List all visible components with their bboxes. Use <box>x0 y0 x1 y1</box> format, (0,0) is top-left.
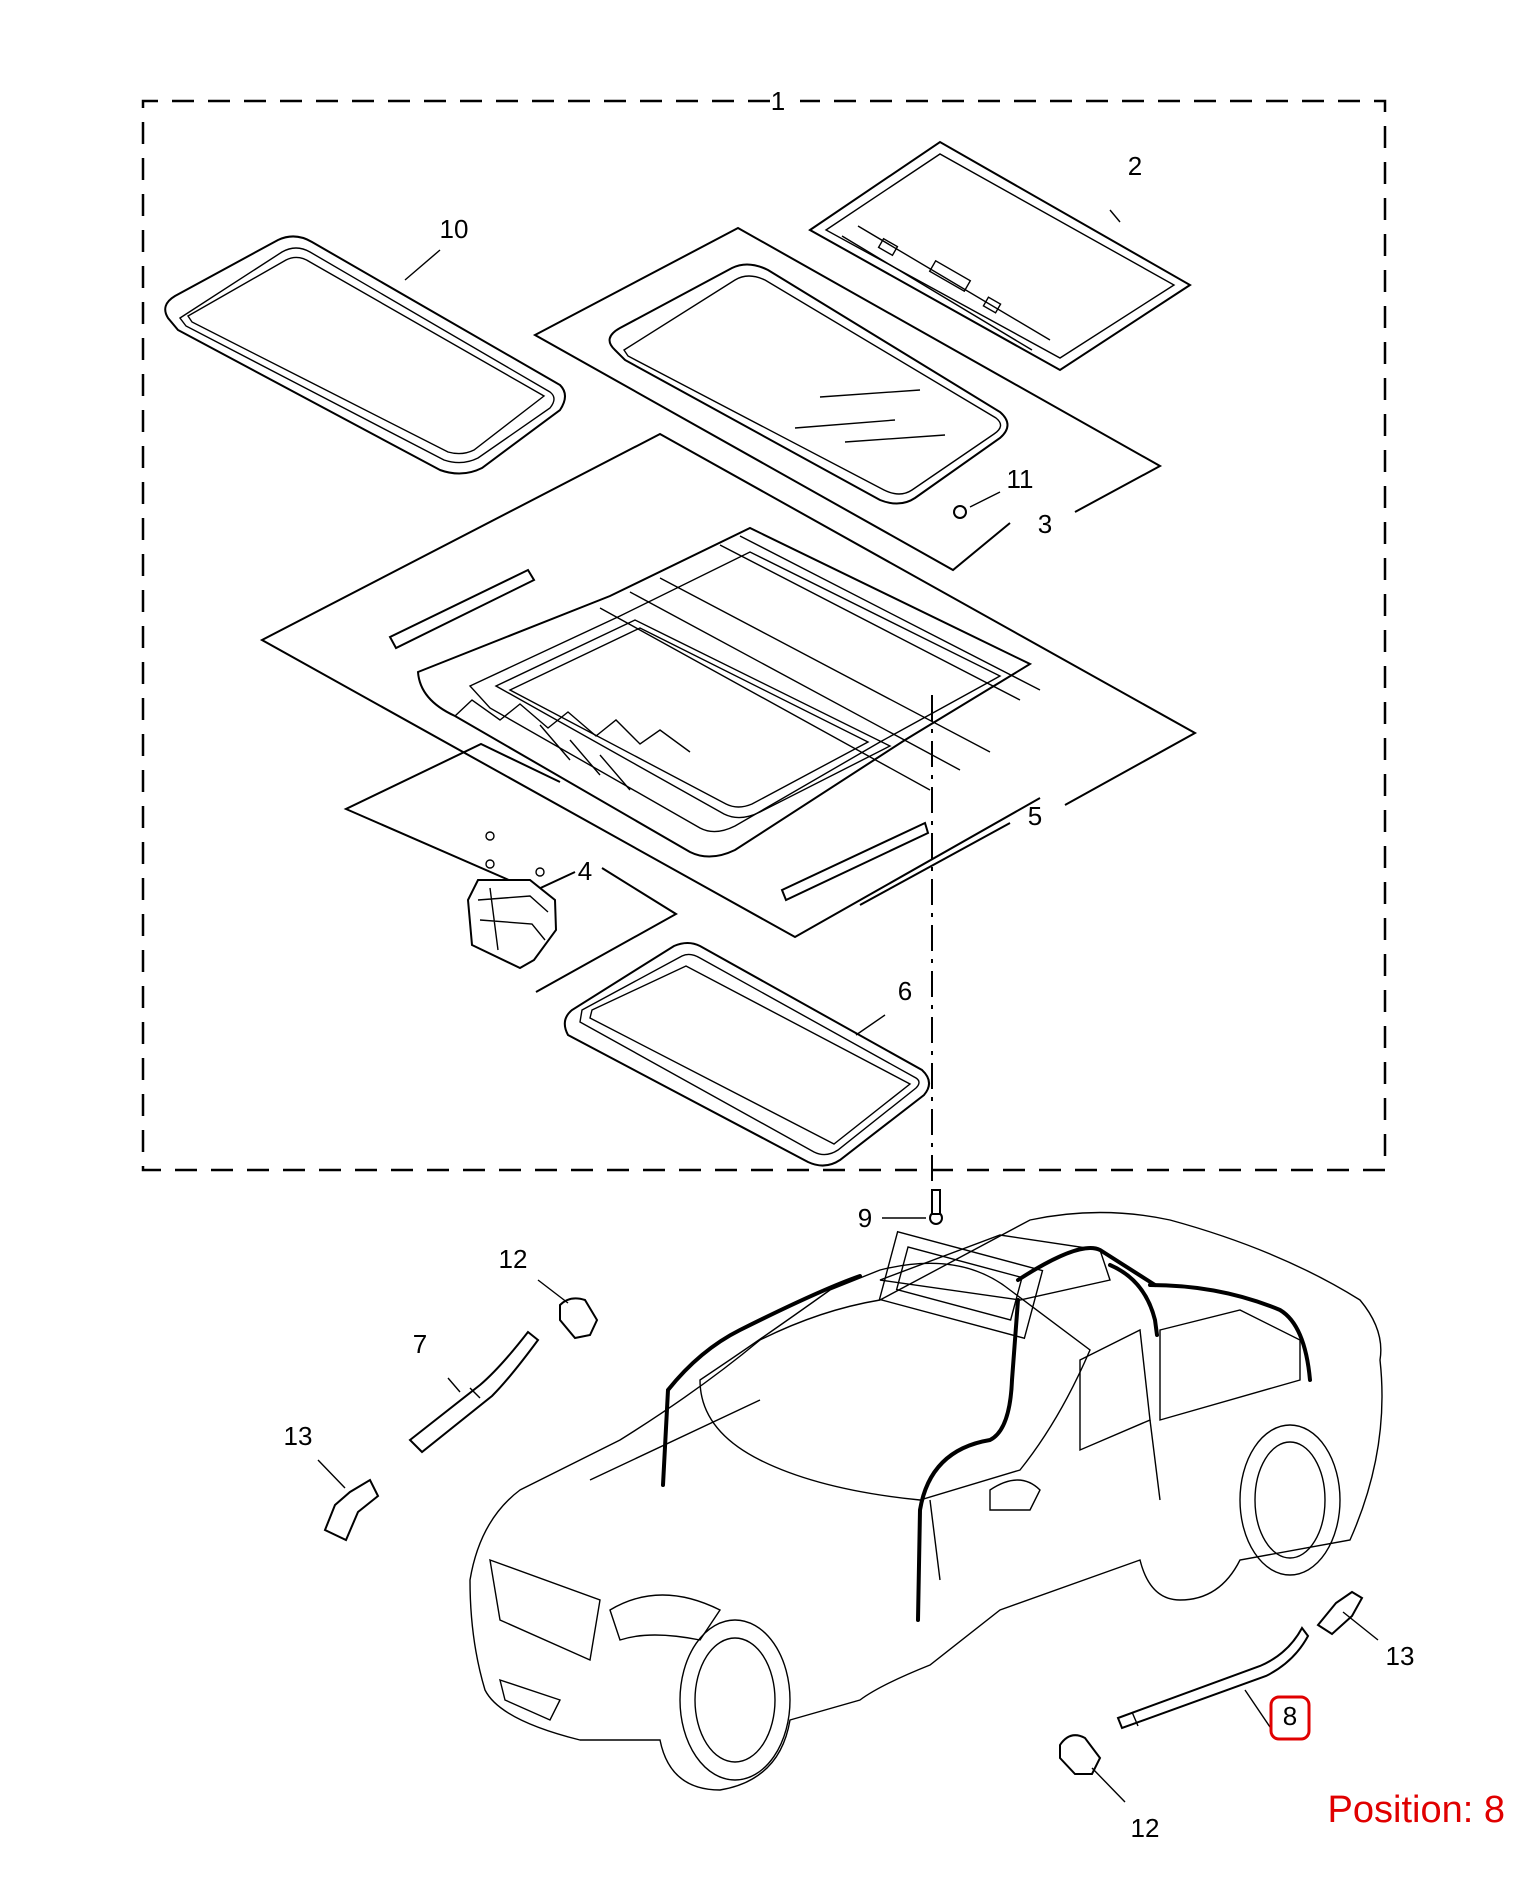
callout-3[interactable]: 3 <box>1038 509 1052 539</box>
callout-1[interactable]: 1 <box>771 86 785 116</box>
position-label: Position: 8 <box>1328 1789 1505 1831</box>
callout-13-right[interactable]: 13 <box>1386 1641 1415 1671</box>
part-9-bolt[interactable] <box>882 1189 943 1225</box>
callout-labels: 1 2 3 4 5 6 7 8 9 10 11 12 12 13 13 <box>284 86 1415 1843</box>
part-2-front-panel[interactable] <box>808 140 1192 372</box>
part-12-hose-clip-bottom[interactable] <box>1059 1734 1126 1803</box>
callout-11[interactable]: 11 <box>1007 464 1034 494</box>
callout-5[interactable]: 5 <box>1028 801 1042 831</box>
part-10-outer-seal[interactable] <box>164 235 566 475</box>
part-13-hose-connector-right[interactable] <box>1316 1590 1379 1641</box>
assembly-boundary <box>141 99 1387 1172</box>
callout-7[interactable]: 7 <box>413 1329 427 1359</box>
part-11-clip[interactable] <box>953 491 1001 519</box>
part-5-sunroof-frame[interactable] <box>259 432 1198 1185</box>
part-7-front-drain-hose[interactable] <box>408 1330 540 1454</box>
callout-4[interactable]: 4 <box>578 856 592 886</box>
callout-12-top[interactable]: 12 <box>499 1244 528 1274</box>
vehicle-body <box>469 1211 1383 1791</box>
part-13-hose-connector-left[interactable] <box>317 1459 380 1542</box>
part-12-hose-clip-top[interactable] <box>537 1279 599 1340</box>
callout-8[interactable]: 8 <box>1283 1701 1297 1731</box>
callout-13-left[interactable]: 13 <box>284 1421 313 1451</box>
part-4-motor[interactable] <box>343 742 678 993</box>
callout-9[interactable]: 9 <box>858 1203 872 1233</box>
callout-10[interactable]: 10 <box>440 214 469 244</box>
part-3-glass-panel[interactable] <box>532 226 1163 572</box>
part-8-rear-drain-hose[interactable] <box>1116 1626 1310 1731</box>
part-6-inner-seal[interactable] <box>563 942 930 1167</box>
drain-hoses-routing <box>661 1246 1312 1622</box>
callout-12-bottom[interactable]: 12 <box>1131 1813 1160 1843</box>
highlight-box <box>1269 1695 1311 1741</box>
callout-2[interactable]: 2 <box>1128 151 1142 181</box>
callout-6[interactable]: 6 <box>898 976 912 1006</box>
